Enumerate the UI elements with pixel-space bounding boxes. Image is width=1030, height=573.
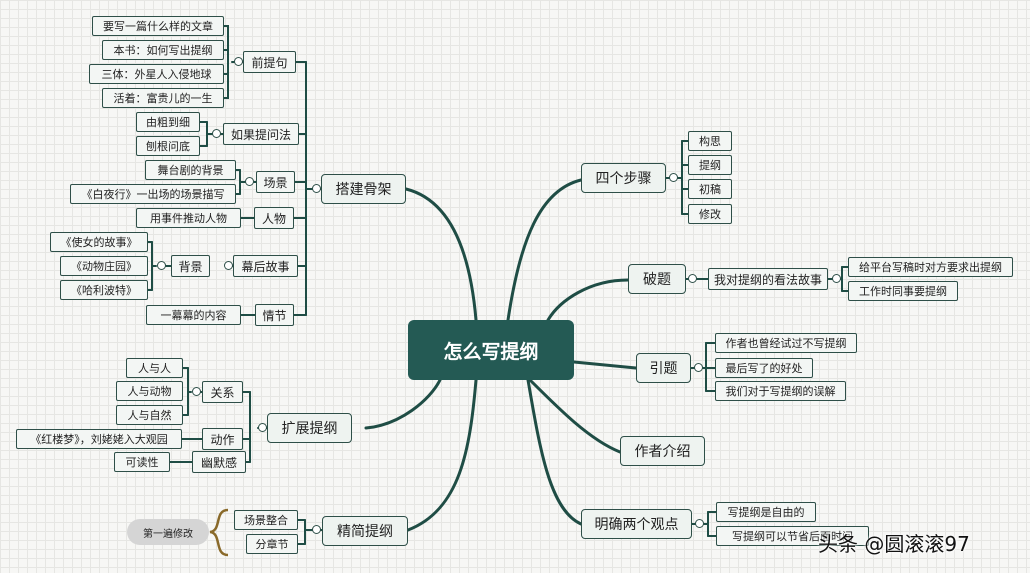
leaf-item[interactable]: 要写一篇什么样的文章 [92,16,224,36]
subtopic-youmo[interactable]: 幽默感 [192,451,246,473]
connector-dot [312,184,321,193]
watermark: 头条 @圆滚滚97 [818,532,970,556]
leaf-item[interactable]: 工作时同事要提纲 [848,281,958,301]
subtopic-qingjie[interactable]: 情节 [255,304,294,326]
connector-dot [688,274,697,283]
subtopic-ruguo[interactable]: 如果提问法 [223,123,299,145]
leaf-item[interactable]: 《哈利波特》 [60,280,148,300]
note-first-revision: 第一遍修改 [127,519,209,545]
connector-dot [192,387,201,396]
subtopic-muhou[interactable]: 幕后故事 [233,255,298,277]
leaf-item[interactable]: 作者也曾经试过不写提纲 [715,333,857,353]
subtopic-story[interactable]: 我对提纲的看法故事 [708,268,828,290]
leaf-item[interactable]: 可读性 [114,452,170,472]
leaf-item[interactable]: 分章节 [246,534,298,554]
subtopic-dongzuo[interactable]: 动作 [202,428,243,450]
leaf-item[interactable]: 本书：如何写出提纲 [102,40,224,60]
connector-dot [832,274,841,283]
leaf-item[interactable]: 我们对于写提纲的误解 [715,381,846,401]
topic-expand[interactable]: 扩展提纲 [267,413,352,443]
leaf-item[interactable]: 一幕幕的内容 [146,305,241,325]
connector-dot [212,129,221,138]
leaf-item[interactable]: 刨根问底 [136,136,200,156]
leaf-item[interactable]: 人与自然 [116,405,183,425]
subtopic-renwu[interactable]: 人物 [254,207,294,229]
leaf-item[interactable]: 给平台写稿时对方要求出提纲 [848,257,1013,277]
topic-simplify[interactable]: 精简提纲 [322,516,408,546]
subtopic-guanxi[interactable]: 关系 [202,381,243,403]
connector-dot [224,261,233,270]
connector-dot [157,261,166,270]
leaf-item[interactable]: 《红楼梦》，刘姥姥入大观园 [16,429,182,449]
leaf-item[interactable]: 最后写了的好处 [715,358,813,378]
leaf-item[interactable]: 由粗到细 [136,112,200,132]
leaf-item[interactable]: 《使女的故事》 [50,232,148,252]
topic-author[interactable]: 作者介绍 [620,436,705,466]
leaf-item[interactable]: 修改 [688,204,732,224]
leaf-item[interactable]: 舞台剧的背景 [145,160,236,180]
topic-poti[interactable]: 破题 [628,264,686,294]
subtopic-beijing[interactable]: 背景 [171,255,210,277]
leaf-item[interactable]: 写提纲可以节省后面时间 [716,526,869,546]
leaf-item[interactable]: 提纲 [688,155,732,175]
connector-dot [694,363,703,372]
leaf-item[interactable]: 《动物庄园》 [60,256,148,276]
connector-dot [312,525,321,534]
leaf-item[interactable]: 场景整合 [234,510,298,530]
leaf-item[interactable]: 三体：外星人入侵地球 [89,64,224,84]
leaf-item[interactable]: 初稿 [688,179,732,199]
connector-dot [245,177,254,186]
leaf-item[interactable]: 构思 [688,131,732,151]
subtopic-qianti[interactable]: 前提句 [243,51,296,73]
topic-views[interactable]: 明确两个观点 [581,509,692,539]
connector-dot [234,57,243,66]
root-topic[interactable]: 怎么写提纲 [408,320,574,380]
topic-yinti[interactable]: 引题 [636,353,691,383]
leaf-item[interactable]: 用事件推动人物 [136,208,241,228]
connector-dot [258,423,267,432]
note-bracket [209,508,229,557]
topic-steps[interactable]: 四个步骤 [581,163,666,193]
leaf-item[interactable]: 活着：富贵儿的一生 [102,88,224,108]
connector-dot [669,173,678,182]
subtopic-changjing[interactable]: 场景 [256,171,295,193]
leaf-item[interactable]: 写提纲是自由的 [716,502,816,522]
leaf-item[interactable]: 人与人 [126,358,183,378]
leaf-item[interactable]: 人与动物 [116,381,183,401]
topic-skeleton[interactable]: 搭建骨架 [321,174,406,204]
connector-dot [695,519,704,528]
leaf-item[interactable]: 《白夜行》一出场的场景描写 [70,184,236,204]
